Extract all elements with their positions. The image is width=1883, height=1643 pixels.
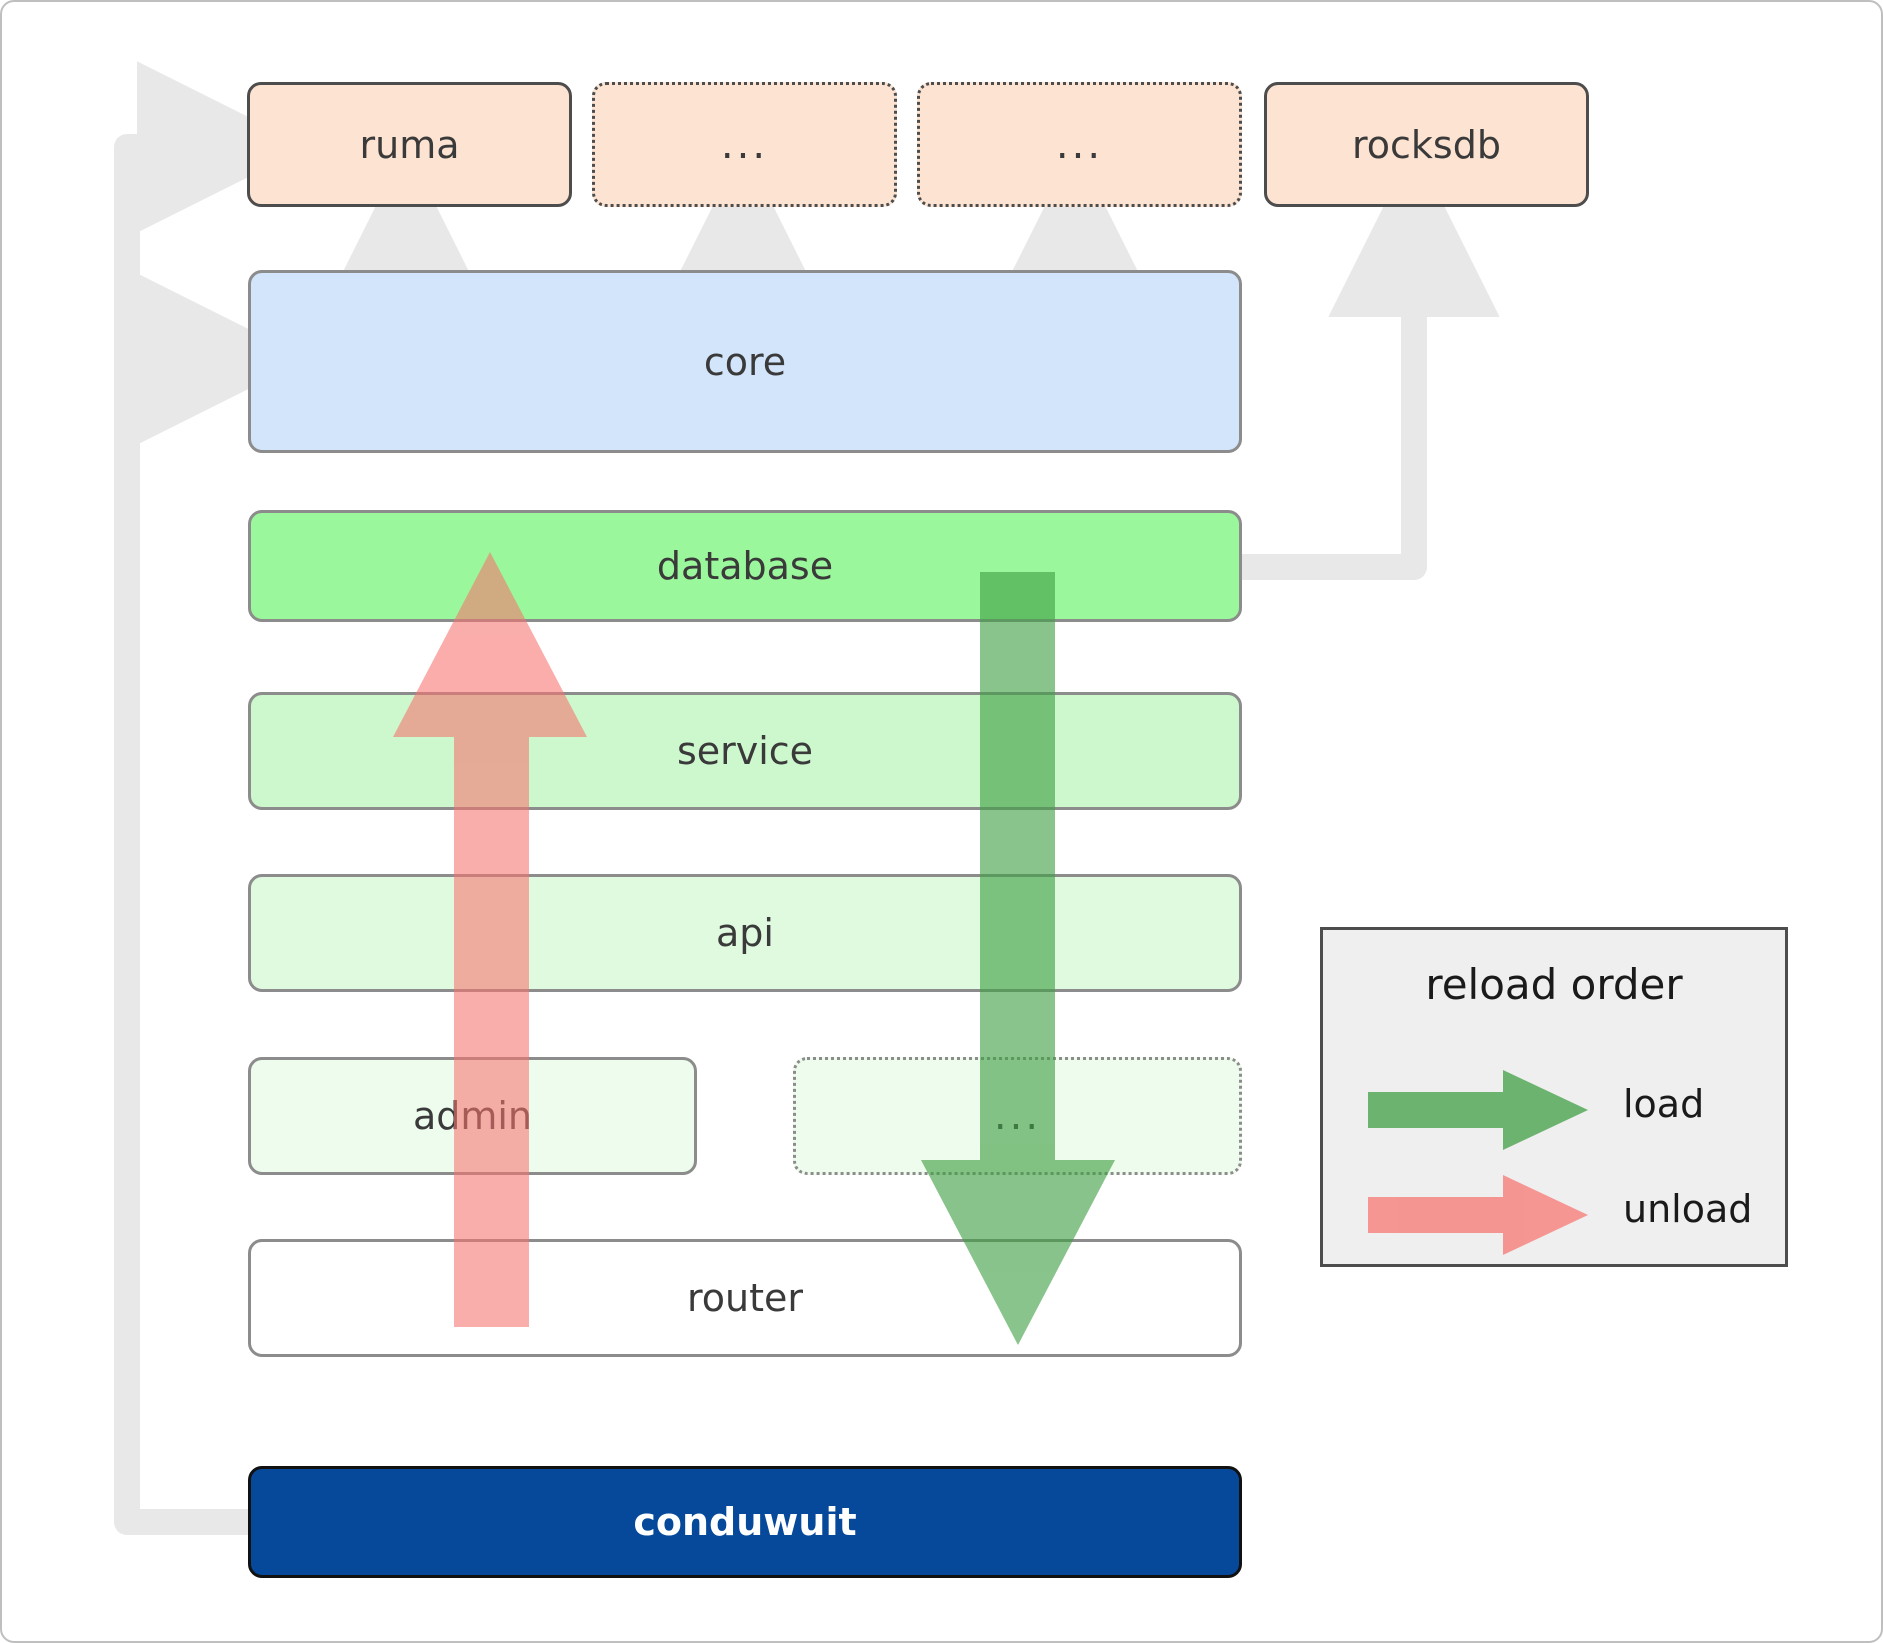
node-database-label: database bbox=[656, 544, 834, 588]
node-core[interactable]: core bbox=[248, 270, 1242, 453]
node-service-label: service bbox=[676, 729, 814, 773]
legend-row-unload: unload bbox=[1323, 1175, 1785, 1265]
node-rocksdb-label: rocksdb bbox=[1352, 122, 1501, 167]
legend-unload-arrow-icon bbox=[1368, 1175, 1588, 1255]
legend-row-load: load bbox=[1323, 1070, 1785, 1160]
node-dep-ellipsis-2[interactable]: ... bbox=[917, 82, 1242, 207]
node-dep-ellipsis-1[interactable]: ... bbox=[592, 82, 897, 207]
node-ruma-label: ruma bbox=[359, 122, 460, 167]
legend-load-arrow-icon bbox=[1368, 1070, 1588, 1150]
node-conduwuit-label: conduwuit bbox=[633, 1500, 857, 1544]
node-ruma[interactable]: ruma bbox=[247, 82, 572, 207]
node-layer-ellipsis[interactable]: ... bbox=[793, 1057, 1242, 1175]
node-dep-ellipsis-1-label: ... bbox=[720, 121, 769, 168]
node-rocksdb[interactable]: rocksdb bbox=[1264, 82, 1589, 207]
node-api-label: api bbox=[716, 911, 774, 955]
legend-title: reload order bbox=[1425, 960, 1683, 1009]
node-layer-ellipsis-label: ... bbox=[993, 1093, 1042, 1139]
legend-panel: reload order load unload bbox=[1320, 927, 1788, 1267]
legend-load-label: load bbox=[1623, 1082, 1705, 1126]
node-api[interactable]: api bbox=[248, 874, 1242, 992]
node-service[interactable]: service bbox=[248, 692, 1242, 810]
node-conduwuit[interactable]: conduwuit bbox=[248, 1466, 1242, 1578]
legend-unload-label: unload bbox=[1623, 1187, 1753, 1231]
node-router[interactable]: router bbox=[248, 1239, 1242, 1357]
node-admin-label: admin bbox=[412, 1094, 533, 1138]
node-admin[interactable]: admin bbox=[248, 1057, 697, 1175]
node-core-label: core bbox=[703, 339, 787, 384]
node-dep-ellipsis-2-label: ... bbox=[1055, 121, 1104, 168]
node-router-label: router bbox=[686, 1276, 804, 1320]
node-database[interactable]: database bbox=[248, 510, 1242, 622]
